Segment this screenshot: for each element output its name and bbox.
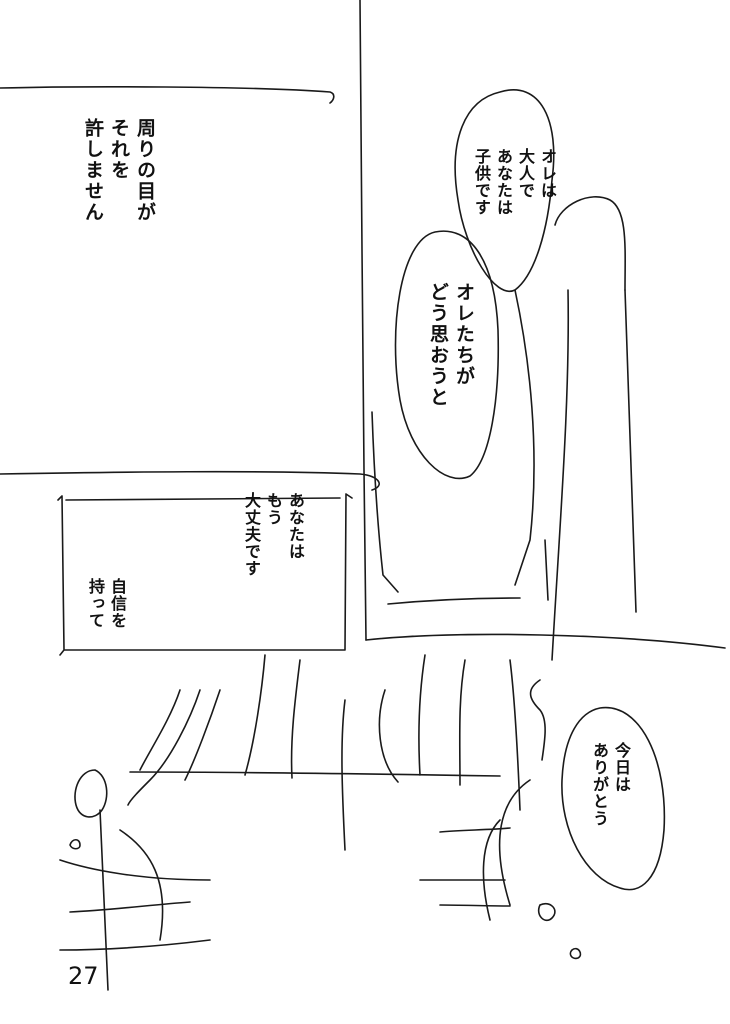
bubble-text-thanks: 今日は ありがとう — [588, 742, 632, 852]
figure-body-left — [551, 289, 570, 661]
caption-surroundings-wont-allow: 周りの目が それを 許しません — [80, 118, 158, 268]
page-number: 27 — [68, 962, 99, 990]
panel-border-center-vertical — [359, 0, 367, 641]
caption-line: それを — [108, 118, 130, 181]
panel-border-top-left-bottom — [0, 86, 335, 104]
speech-bubble-thanks — [561, 706, 666, 891]
caption-line: あなたは — [286, 492, 305, 560]
speech-bubble-how-we-think — [394, 230, 500, 480]
caption-box-top — [65, 497, 341, 501]
figure-arm-2 — [371, 411, 399, 593]
panel-border-mid-horizontal — [0, 470, 380, 491]
caption-line: 自信を — [108, 578, 127, 629]
caption-box — [57, 493, 353, 656]
caption-line: 大丈夫です — [242, 492, 261, 577]
bubble-line: あなたは — [494, 148, 513, 216]
bubble-text-how-we-think: オレたちが どう思おうと — [425, 282, 477, 442]
bubble-line: オレは — [538, 148, 557, 199]
figure-head — [554, 196, 626, 291]
floor-line — [387, 597, 521, 605]
bubble-text-adult-child: オレは 大人で あなたは 子供です — [470, 148, 558, 268]
caption-line: 持って — [86, 578, 105, 629]
figure-body-right — [624, 289, 637, 613]
panel-border-lower-horizontal — [365, 633, 726, 649]
caption-line: もう — [264, 492, 283, 526]
caption-line: 許しません — [82, 118, 104, 223]
bubble-line: ありがとう — [590, 742, 609, 827]
caption-have-confidence: 自信を 持って — [84, 578, 128, 648]
bubble-line: オレたちが — [453, 282, 475, 387]
caption-youre-fine-now: あなたは もう 大丈夫です — [240, 492, 306, 612]
bubble-line: どう思おうと — [427, 282, 449, 408]
caption-line: 周りの目が — [134, 118, 156, 223]
bubble-line: 大人で — [516, 148, 535, 199]
bubble-line: 今日は — [612, 742, 631, 793]
figure-leg — [544, 539, 549, 601]
bubble-line: 子供です — [472, 148, 491, 216]
figure-arm — [514, 289, 535, 586]
